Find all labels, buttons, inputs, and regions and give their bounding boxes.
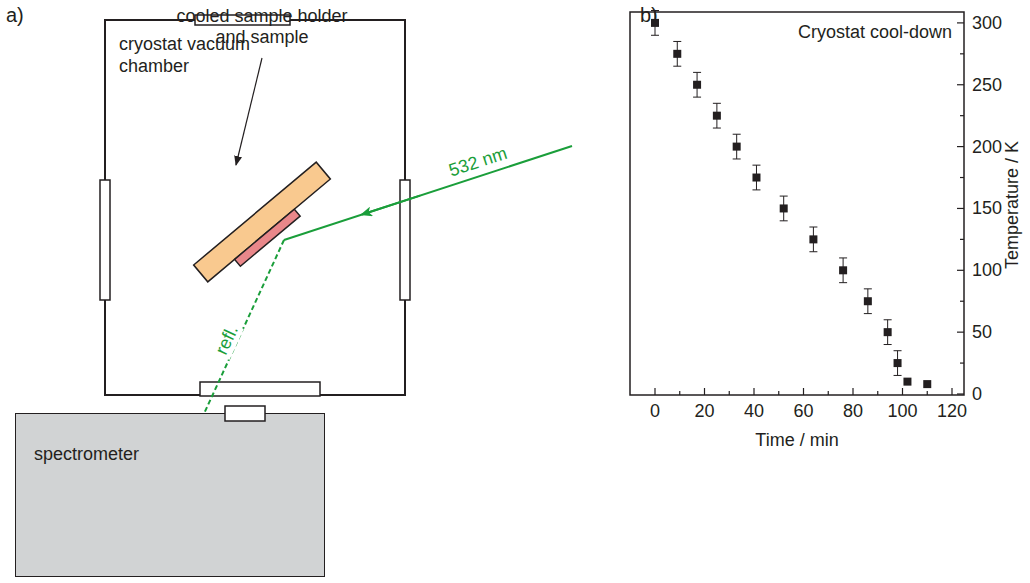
chart-line xyxy=(803,388,804,395)
chart-line xyxy=(877,391,878,395)
chart-line xyxy=(713,103,721,104)
chart-line xyxy=(884,344,892,345)
chart-line xyxy=(713,128,721,129)
sample-holder xyxy=(194,162,331,282)
chart-line xyxy=(960,53,964,54)
tick-label: 50 xyxy=(972,322,992,343)
chart-line xyxy=(927,391,928,395)
chart-line xyxy=(957,208,964,209)
tick-label: 60 xyxy=(793,401,813,422)
tick-label: 40 xyxy=(744,401,764,422)
chart-line xyxy=(733,134,741,135)
data-point xyxy=(923,380,931,388)
tick-label: 100 xyxy=(972,260,1002,281)
data-point xyxy=(864,297,872,305)
window xyxy=(100,180,110,300)
laser-arrow xyxy=(362,196,420,215)
chart-line xyxy=(673,41,681,42)
chart-line xyxy=(839,282,847,283)
window xyxy=(400,180,410,300)
chart-line xyxy=(864,313,872,314)
chart-line xyxy=(960,301,964,302)
data-point xyxy=(884,328,892,336)
chart-line xyxy=(733,158,741,159)
chart-line xyxy=(957,84,964,85)
chart-line xyxy=(960,239,964,240)
chart-line xyxy=(780,220,788,221)
leader-line xyxy=(236,58,262,165)
chart-line xyxy=(752,189,760,190)
chart-line xyxy=(957,332,964,333)
tick-label: 0 xyxy=(650,401,660,422)
chart-line xyxy=(957,146,964,147)
chart-line xyxy=(960,115,964,116)
chart-line xyxy=(693,97,701,98)
chart-line xyxy=(864,288,872,289)
chamber-wall xyxy=(105,20,405,395)
chart-line xyxy=(752,165,760,166)
tick-label: 250 xyxy=(972,74,1002,95)
tick-label: 150 xyxy=(972,198,1002,219)
chart-line xyxy=(704,388,705,395)
spectrometer-box: spectrometer xyxy=(15,413,325,577)
data-point xyxy=(894,359,902,367)
data-point xyxy=(780,204,788,212)
chart-line xyxy=(960,177,964,178)
chart-line xyxy=(729,391,730,395)
chart-line xyxy=(894,350,902,351)
chart-line xyxy=(852,388,853,395)
chart-line xyxy=(894,375,902,376)
chart-line xyxy=(957,22,964,23)
chart-line xyxy=(780,196,788,197)
chart-line xyxy=(839,257,847,258)
panel-label: b) xyxy=(640,4,658,27)
laser-beam xyxy=(284,146,572,240)
tick-label: 80 xyxy=(843,401,863,422)
data-point xyxy=(752,174,760,182)
plot-frame xyxy=(630,12,964,395)
axis-title: Temperature / K xyxy=(1002,141,1023,269)
chart-marks xyxy=(651,11,964,395)
data-point xyxy=(733,143,741,151)
chart-line xyxy=(654,388,655,395)
axis-title: Time / min xyxy=(755,430,838,451)
data-point xyxy=(903,378,911,386)
chart-line xyxy=(960,362,964,363)
chart-line xyxy=(828,391,829,395)
tick-label: 100 xyxy=(887,401,917,422)
tick-label: 200 xyxy=(972,136,1002,157)
chart-line xyxy=(693,72,701,73)
chart-line xyxy=(884,319,892,320)
vacuum-chamber: cryostat vacuum chamber xyxy=(105,20,405,395)
chart-line xyxy=(753,388,754,395)
data-point xyxy=(713,112,721,120)
node-label: spectrometer xyxy=(34,444,314,466)
reflected-beam xyxy=(202,240,284,418)
chart-line xyxy=(957,393,964,394)
plot-title: Cryostat cool-down xyxy=(798,22,952,43)
chart-line xyxy=(809,251,817,252)
data-point xyxy=(809,235,817,243)
beam-label: refl. xyxy=(210,320,243,360)
chart-line xyxy=(951,388,952,395)
chart-line xyxy=(809,227,817,228)
part-label: cooled sample holder and sample xyxy=(167,6,357,47)
chart-line xyxy=(673,66,681,67)
chart-line xyxy=(957,270,964,271)
chart-line xyxy=(651,35,659,36)
tick-label: 20 xyxy=(694,401,714,422)
chart-line xyxy=(679,391,680,395)
data-point xyxy=(673,50,681,58)
chart-line xyxy=(902,388,903,395)
data-point xyxy=(693,81,701,89)
window xyxy=(200,382,320,396)
data-point xyxy=(839,266,847,274)
tick-label: 300 xyxy=(972,13,1002,34)
tick-label: 0 xyxy=(972,384,982,405)
tick-label: 120 xyxy=(937,401,967,422)
wavelength-label: 532 nm xyxy=(446,143,510,181)
chart-line xyxy=(778,391,779,395)
panel-label: a) xyxy=(6,4,24,27)
